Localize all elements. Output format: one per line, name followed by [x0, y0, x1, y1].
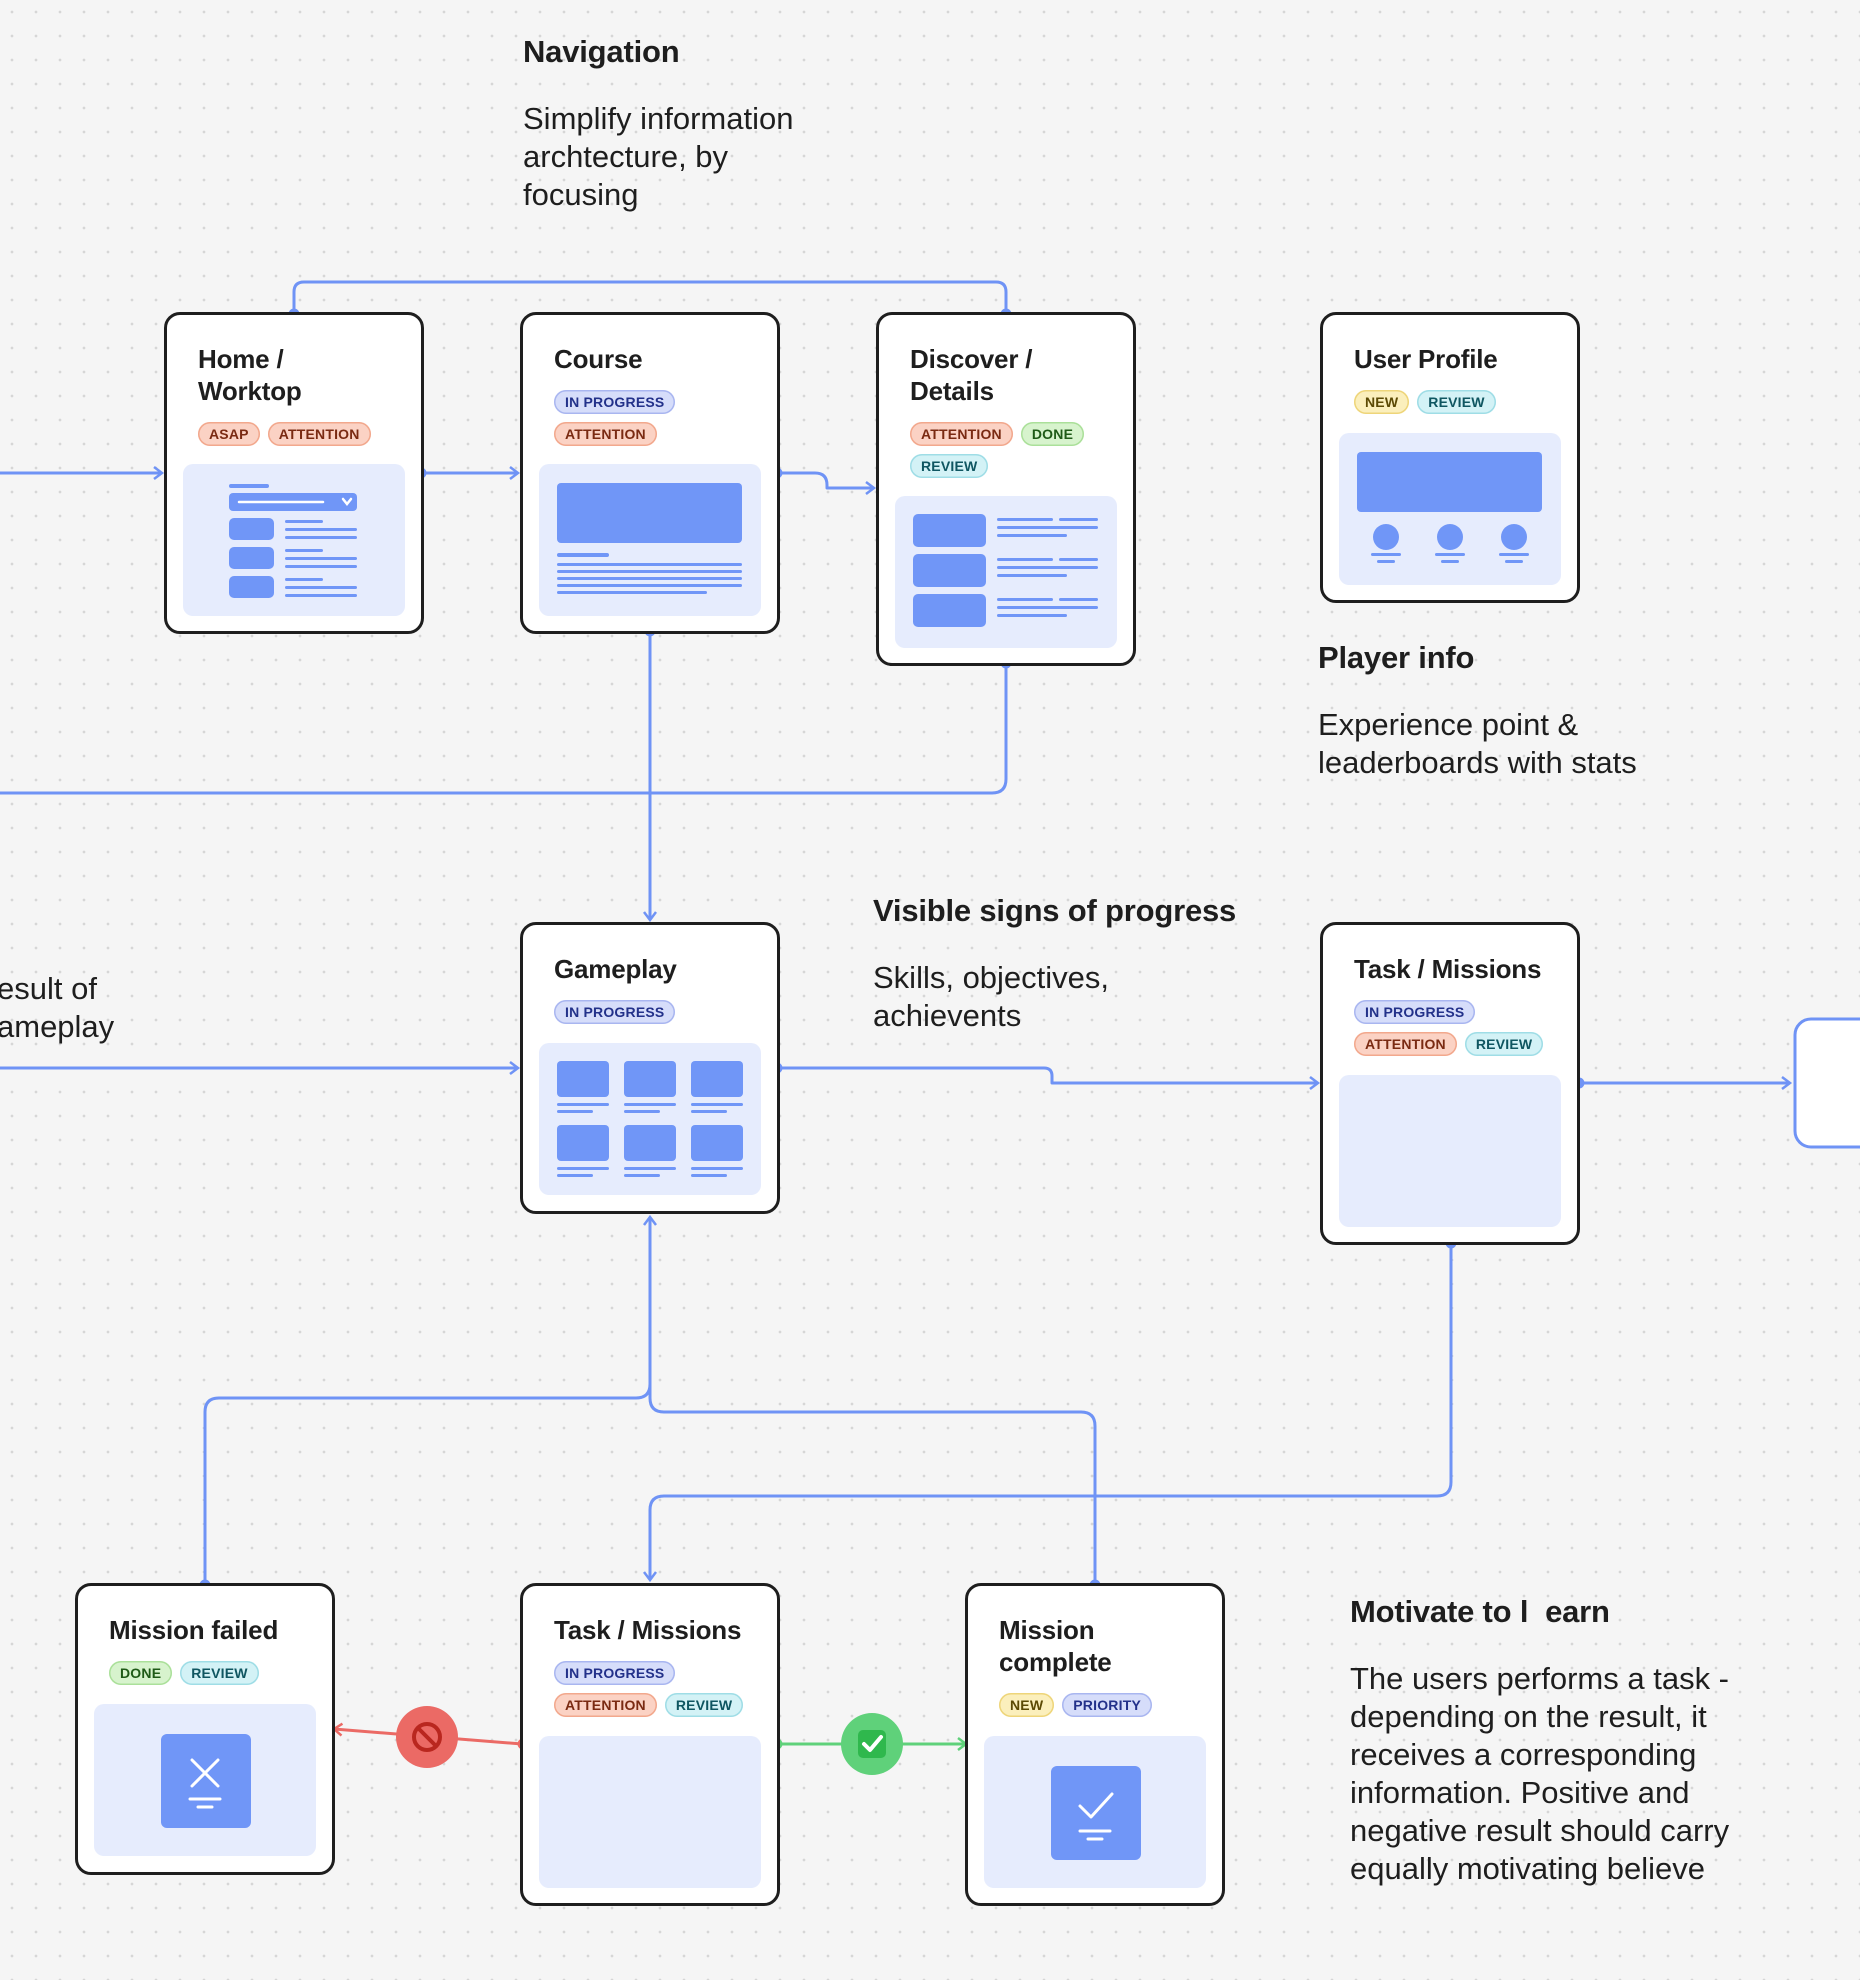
check-mark-icon — [841, 1713, 903, 1775]
tag-review: REVIEW — [1464, 1032, 1544, 1056]
connector-discover-left — [0, 663, 1008, 795]
tag-attention: ATTENTION — [267, 422, 371, 446]
note-progress-title: Visible signs of progress — [873, 893, 1237, 928]
tag-attention: ATTENTION — [554, 422, 657, 446]
tag-review: REVIEW — [1417, 390, 1496, 414]
thumbnail-failed — [94, 1704, 316, 1856]
tag-list: IN PROGRESS ATTENTION REVIEW — [554, 1661, 754, 1717]
tag-list: ATTENTION DONE REVIEW — [910, 422, 1110, 478]
card-title: Task / Missions — [1354, 954, 1542, 984]
thumbnail-list-wireframe — [183, 464, 405, 616]
prohibited-icon — [396, 1706, 458, 1768]
tag-list: IN PROGRESS — [554, 1000, 764, 1024]
card-title: Discover / Details — [910, 344, 1033, 406]
check-icon — [1051, 1766, 1141, 1860]
tag-review: REVIEW — [910, 454, 989, 478]
note-motivate-body: The users performs a task - depending on… — [1350, 1661, 1730, 1886]
offscreen-card-edge — [1793, 1017, 1860, 1149]
thumbnail-profile-wireframe — [1339, 433, 1561, 585]
card-title: User Profile — [1354, 344, 1498, 374]
x-icon — [161, 1734, 251, 1828]
tag-list: ASAP ATTENTION — [198, 422, 408, 446]
card-gameplay[interactable]: Gameplay IN PROGRESS — [520, 922, 780, 1214]
card-title: Task / Missions — [554, 1615, 742, 1645]
card-title: Gameplay — [554, 954, 677, 984]
note-player-info: Player info Experience point & leaderboa… — [1318, 640, 1637, 782]
note-navigation: Navigation Simplify information archtect… — [523, 34, 793, 214]
note-progress-body: Skills, objectives, achievents — [873, 960, 1110, 1033]
tag-in-progress: IN PROGRESS — [554, 1000, 676, 1024]
thumbnail-empty — [539, 1736, 761, 1888]
note-player-info-body: Experience point & leaderboards with sta… — [1318, 707, 1637, 780]
card-course[interactable]: Course IN PROGRESS ATTENTION — [520, 312, 780, 634]
card-mission-complete[interactable]: Mission complete NEW PRIORITY — [965, 1583, 1225, 1906]
tag-in-progress: IN PROGRESS — [1354, 1000, 1476, 1024]
card-mission-failed[interactable]: Mission failed DONE REVIEW — [75, 1583, 335, 1875]
thumbnail-details-wireframe — [895, 496, 1117, 648]
tag-review: REVIEW — [180, 1661, 259, 1685]
tag-asap: ASAP — [198, 422, 260, 446]
tag-new: NEW — [1354, 390, 1410, 414]
thumbnail-article-wireframe — [539, 464, 761, 616]
connector-task-bottom — [643, 1242, 1453, 1583]
note-navigation-title: Navigation — [523, 34, 680, 69]
tag-list: NEW REVIEW — [1354, 390, 1564, 414]
tag-attention: ATTENTION — [554, 1693, 657, 1717]
connector-gameplay-task — [777, 1066, 1321, 1090]
tag-attention: ATTENTION — [1354, 1032, 1457, 1056]
card-task-missions-bottom[interactable]: Task / Missions IN PROGRESS ATTENTION RE… — [520, 1583, 780, 1906]
connector-home-discover-top — [292, 280, 1008, 312]
tag-review: REVIEW — [664, 1693, 744, 1717]
note-motivate-title: Motivate to l earn — [1350, 1594, 1610, 1629]
thumbnail-grid-wireframe — [539, 1043, 761, 1195]
card-title: Home / Worktop — [198, 344, 302, 406]
note-gameplay-result-body: esult of ameplay — [0, 971, 115, 1044]
tag-list: NEW PRIORITY — [999, 1693, 1209, 1717]
tag-list: IN PROGRESS ATTENTION — [554, 390, 704, 446]
tag-done: DONE — [1020, 422, 1085, 446]
note-player-info-title: Player info — [1318, 640, 1475, 675]
tag-attention: ATTENTION — [910, 422, 1013, 446]
tag-list: DONE REVIEW — [109, 1661, 319, 1685]
tag-in-progress: IN PROGRESS — [554, 390, 676, 414]
connector-course-discover — [777, 471, 877, 495]
tag-done: DONE — [109, 1661, 173, 1685]
card-user-profile[interactable]: User Profile NEW REVIEW — [1320, 312, 1580, 603]
note-progress: Visible signs of progress Skills, object… — [873, 893, 1236, 1035]
note-motivate: Motivate to l earn The users performs a … — [1350, 1594, 1729, 1888]
tag-new: NEW — [999, 1693, 1055, 1717]
connector-results-gameplay — [203, 1382, 1097, 1585]
note-gameplay-result: esult of ameplay — [0, 970, 114, 1046]
thumbnail-empty — [1339, 1075, 1561, 1227]
card-title: Mission failed — [109, 1615, 279, 1645]
thumbnail-complete — [984, 1736, 1206, 1888]
card-task-missions[interactable]: Task / Missions IN PROGRESS ATTENTION RE… — [1320, 922, 1580, 1245]
card-title: Mission complete — [999, 1615, 1112, 1677]
tag-list: IN PROGRESS ATTENTION REVIEW — [1354, 1000, 1554, 1056]
card-title: Course — [554, 344, 643, 374]
tag-priority: PRIORITY — [1062, 1693, 1152, 1717]
card-discover-details[interactable]: Discover / Details ATTENTION DONE REVIEW — [876, 312, 1136, 666]
card-home-worktop[interactable]: Home / Worktop ASAP ATTENTION — [164, 312, 424, 634]
note-navigation-body: Simplify information archtecture, by foc… — [523, 101, 794, 212]
tag-in-progress: IN PROGRESS — [554, 1661, 676, 1685]
